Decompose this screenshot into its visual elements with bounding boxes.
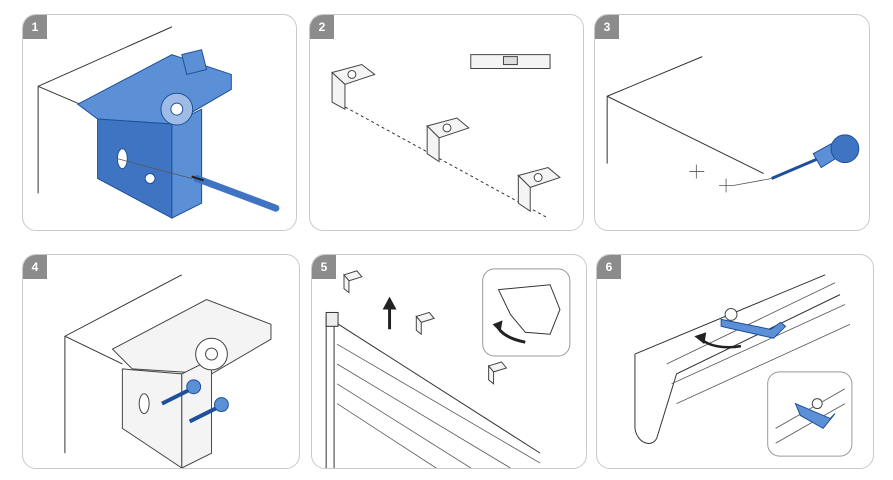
headrail-icon <box>634 274 851 444</box>
step-4-illustration <box>64 274 272 468</box>
bracket-icon <box>343 270 508 385</box>
step-1-illustration <box>37 26 280 219</box>
step-6-illustration <box>634 274 853 457</box>
step-number-badge: 4 <box>23 255 47 279</box>
drill-icon <box>771 134 860 180</box>
spirit-level-icon <box>470 54 551 69</box>
detail-inset <box>482 268 571 357</box>
step-number-badge: 1 <box>23 15 47 39</box>
step-5-illustration <box>325 268 571 468</box>
blind-icon <box>325 311 541 468</box>
step-number-badge: 3 <box>595 15 619 39</box>
step-2-illustration <box>331 54 561 219</box>
step-number-badge: 2 <box>310 15 334 39</box>
step-panel-6: 6 <box>596 254 874 469</box>
detail-inset <box>767 371 853 457</box>
screw-icon <box>161 379 229 424</box>
clip-icon <box>720 308 787 339</box>
bracket-left-icon <box>331 63 376 110</box>
step-panel-5: 5 <box>311 254 587 469</box>
step-panel-3: 3 <box>594 14 870 231</box>
arrow-up-icon <box>382 296 397 330</box>
step-number-badge: 6 <box>597 255 621 279</box>
step-3-illustration <box>606 56 860 193</box>
bracket-right-icon <box>517 167 561 213</box>
rotate-arrow-icon <box>694 332 742 349</box>
mounting-bracket-icon <box>111 299 272 468</box>
step-panel-4: 4 <box>22 254 300 469</box>
step-number-badge: 5 <box>312 255 336 279</box>
step-panel-2: 2 <box>309 14 584 231</box>
step-panel-1: 1 <box>22 14 297 231</box>
pencil-icon <box>191 175 280 212</box>
bracket-middle-icon <box>426 117 470 163</box>
mounting-bracket-icon <box>76 49 232 219</box>
